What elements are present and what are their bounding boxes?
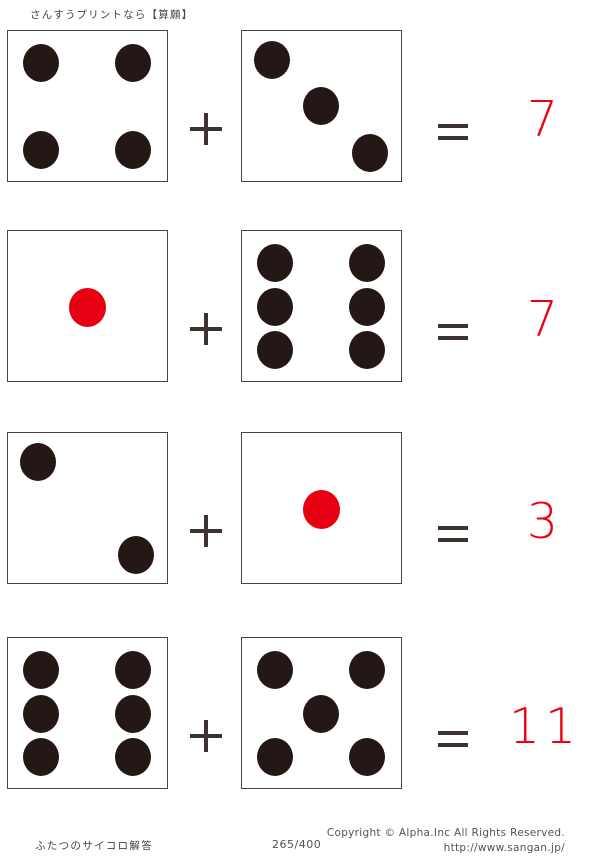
die-pip [23, 695, 59, 733]
die-pip-red [303, 490, 340, 529]
plus-operator-icon [190, 515, 222, 547]
die-right [241, 637, 402, 789]
plus-operator-icon [190, 313, 222, 345]
die-pip [254, 41, 290, 79]
die-pip [352, 134, 388, 172]
die-pip [23, 738, 59, 776]
die-pip [257, 651, 293, 689]
plus-operator-icon [190, 113, 222, 145]
die-pip [115, 651, 151, 689]
die-left [7, 30, 168, 182]
problem-row: 3 [0, 427, 600, 587]
die-right [241, 230, 402, 382]
die-pip [349, 738, 385, 776]
equals-operator-icon [438, 728, 468, 750]
problem-row: 11 [0, 632, 600, 792]
problem-row: 7 [0, 225, 600, 385]
die-left [7, 432, 168, 584]
answer-value: 7 [526, 291, 564, 348]
footer-worksheet-title: ふたつのサイコロ解答 [35, 840, 153, 852]
die-pip-red [69, 288, 106, 327]
footer-page-number: 265/400 [272, 838, 322, 851]
die-left [7, 637, 168, 789]
die-pip [349, 288, 385, 326]
problem-row: 7 [0, 25, 600, 185]
die-pip [257, 244, 293, 282]
die-pip [303, 695, 339, 733]
equals-operator-icon [438, 523, 468, 545]
die-pip [257, 738, 293, 776]
die-pip [349, 244, 385, 282]
worksheet-header-title: さんすうプリントなら【算願】 [30, 9, 194, 21]
die-pip [115, 131, 151, 169]
footer-url: http://www.sangan.jp/ [443, 842, 565, 854]
die-pip [349, 331, 385, 369]
equals-operator-icon [438, 121, 468, 143]
answer-value: 3 [526, 493, 564, 550]
die-pip [23, 651, 59, 689]
die-pip [257, 288, 293, 326]
die-pip [115, 738, 151, 776]
die-left [7, 230, 168, 382]
die-pip [115, 44, 151, 82]
die-pip [118, 536, 154, 574]
die-pip [349, 651, 385, 689]
die-pip [303, 87, 339, 125]
die-right [241, 30, 402, 182]
answer-value: 7 [526, 91, 564, 148]
die-right [241, 432, 402, 584]
die-pip [23, 131, 59, 169]
equals-operator-icon [438, 321, 468, 343]
footer-copyright: Copyright © Alpha.Inc All Rights Reserve… [326, 827, 565, 839]
plus-operator-icon [190, 720, 222, 752]
die-pip [115, 695, 151, 733]
answer-value: 11 [508, 698, 582, 755]
die-pip [20, 443, 56, 481]
die-pip [23, 44, 59, 82]
die-pip [257, 331, 293, 369]
